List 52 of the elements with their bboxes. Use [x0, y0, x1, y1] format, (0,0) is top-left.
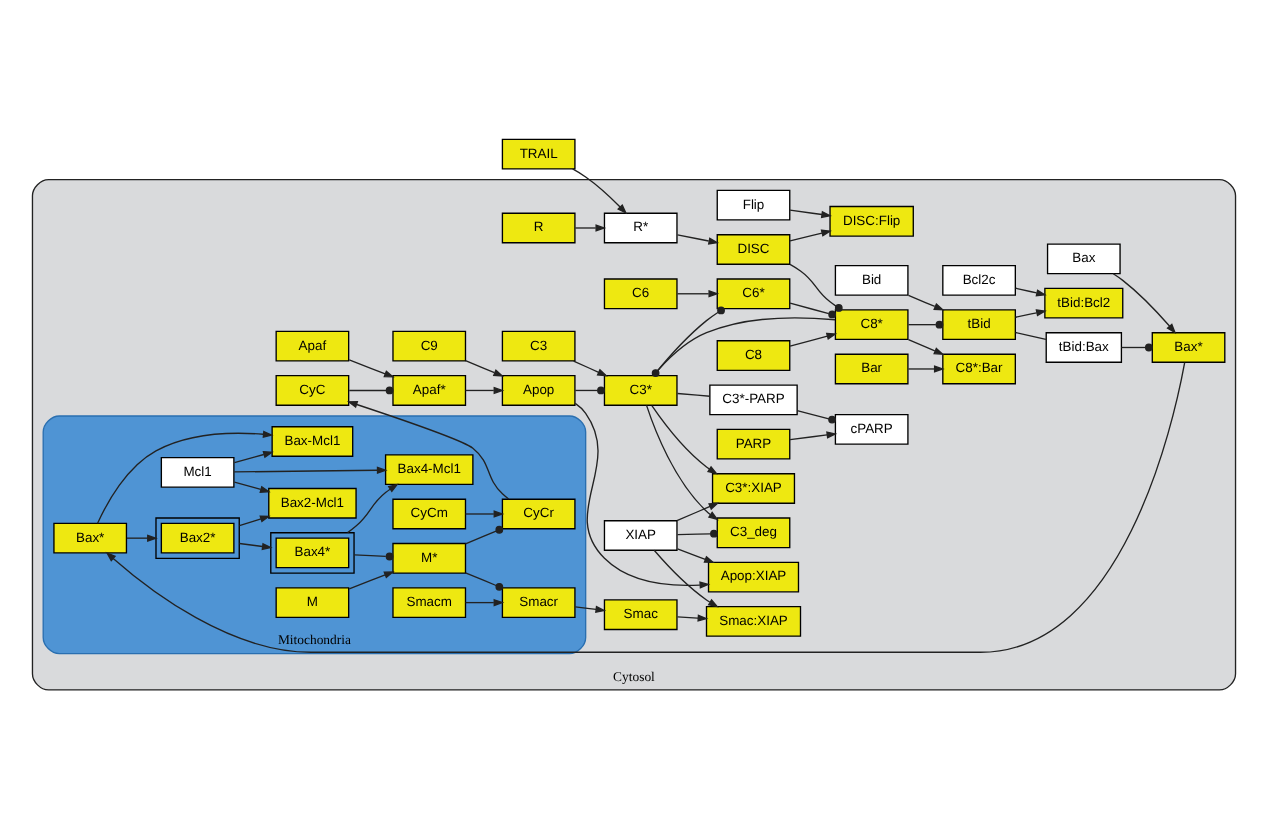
arrow	[789, 331, 838, 346]
arrow	[789, 430, 838, 440]
arrow	[105, 360, 1186, 652]
connector	[353, 551, 394, 560]
arrow	[676, 547, 715, 562]
connector	[907, 319, 944, 328]
arrow	[238, 541, 273, 550]
arrow	[346, 400, 510, 499]
connector	[1120, 342, 1153, 351]
arrow	[907, 338, 945, 354]
arrow	[789, 228, 832, 241]
arrow	[789, 208, 832, 218]
arrow	[1014, 286, 1047, 296]
arrow	[464, 359, 505, 376]
arrow	[126, 533, 158, 541]
arrow	[653, 548, 719, 607]
connector	[348, 385, 394, 394]
arrow	[676, 289, 720, 297]
arrow	[464, 385, 505, 394]
connector	[789, 262, 843, 311]
arrow	[676, 501, 720, 521]
connector	[464, 571, 504, 590]
connector	[574, 385, 605, 394]
arrow	[907, 293, 945, 310]
arrow	[464, 509, 505, 517]
connector	[464, 524, 504, 544]
arrow	[346, 482, 399, 533]
arrow	[96, 429, 274, 523]
connector	[796, 409, 836, 423]
arrow	[348, 358, 395, 377]
connector	[1014, 330, 1047, 339]
arrow	[233, 480, 271, 492]
arrow	[464, 597, 505, 606]
arrow	[676, 613, 709, 621]
arrow	[574, 223, 607, 231]
arrow	[572, 359, 608, 376]
arrow	[348, 570, 395, 589]
arrow	[574, 604, 607, 613]
arrow	[233, 449, 274, 463]
connector	[676, 528, 718, 537]
connector	[789, 301, 837, 318]
arrow	[233, 465, 388, 474]
arrow	[238, 514, 271, 526]
arrow	[571, 167, 628, 214]
arrow	[645, 403, 719, 520]
arrow	[1014, 308, 1047, 317]
arrow	[574, 401, 711, 588]
arrow	[676, 233, 720, 244]
arrow	[1112, 272, 1177, 333]
arrow	[651, 404, 719, 474]
arrow	[907, 364, 945, 372]
connector	[676, 391, 711, 396]
